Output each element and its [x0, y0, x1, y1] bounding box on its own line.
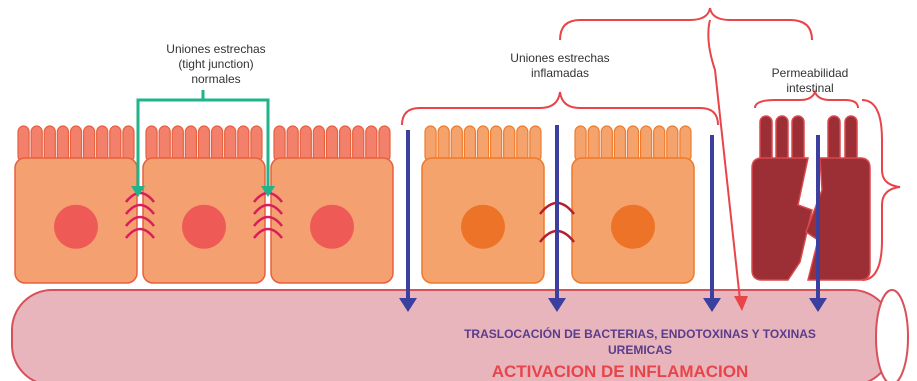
normal-villus	[18, 126, 29, 162]
inflamed-junction-bracket	[402, 92, 718, 125]
inflamed-villus	[425, 126, 436, 162]
normal-villus	[251, 126, 262, 162]
normal-villus	[340, 126, 351, 162]
inflamed-villus	[575, 126, 586, 162]
normal-villus	[185, 126, 196, 162]
inflamed-villus	[601, 126, 612, 162]
normal-villus	[44, 126, 55, 162]
inflamed-tj-label-line2: inflamadas	[531, 66, 589, 80]
normal-villus	[238, 126, 249, 162]
inflamed-villus	[614, 126, 625, 162]
inflamed-villus	[504, 126, 515, 162]
normal-nucleus	[310, 205, 354, 249]
permeability-label-line2: intestinal	[786, 81, 833, 95]
inflamed-villus	[667, 126, 678, 162]
normal-villus	[110, 126, 121, 162]
inflamed-nucleus	[461, 205, 505, 249]
normal-villus	[146, 126, 157, 162]
normal-villus	[287, 126, 298, 162]
normal-villus	[300, 126, 311, 162]
normal-villus	[84, 126, 95, 162]
inflamed-villus	[438, 126, 449, 162]
inflamed-villus	[654, 126, 665, 162]
top-bracket	[560, 8, 812, 40]
normal-villus	[70, 126, 81, 162]
normal-villus	[123, 126, 134, 162]
normal-villus	[159, 126, 170, 162]
inflamed-nucleus	[611, 205, 655, 249]
inflamed-villus	[641, 126, 652, 162]
normal-villus	[198, 126, 209, 162]
activation-label: ACTIVACION DE INFLAMACION	[492, 362, 749, 381]
normal-villus	[225, 126, 236, 162]
normal-tj-label-line2: (tight junction)	[178, 57, 253, 71]
normal-villus	[97, 126, 108, 162]
inflamed-villus	[451, 126, 462, 162]
inflamed-villus	[588, 126, 599, 162]
vessel-end	[876, 290, 908, 381]
permeability-label-line1: Permeabilidad	[772, 66, 849, 80]
normal-villus	[366, 126, 377, 162]
normal-nucleus	[54, 205, 98, 249]
inflamed-villus	[517, 126, 528, 162]
damaged-cell-right	[806, 158, 870, 280]
normal-cells-group	[15, 126, 393, 283]
inflamed-villus	[477, 126, 488, 162]
normal-villus	[379, 126, 390, 162]
normal-villus	[313, 126, 324, 162]
inflamed-villus	[530, 126, 541, 162]
translocation-label-line1: TRASLOCACIÓN DE BACTERIAS, ENDOTOXINAS Y…	[464, 326, 816, 341]
inflamed-tj-label-line1: Uniones estrechas	[510, 51, 609, 65]
normal-villus	[57, 126, 68, 162]
normal-tj-label-line1: Uniones estrechas	[166, 42, 265, 56]
translocation-label-line2: UREMICAS	[608, 343, 672, 357]
inflamed-villus	[464, 126, 475, 162]
normal-villus	[212, 126, 223, 162]
normal-villus	[31, 126, 42, 162]
inflamed-villus	[491, 126, 502, 162]
inflamed-villus	[627, 126, 638, 162]
normal-nucleus	[182, 205, 226, 249]
damaged-cells-group	[752, 116, 870, 280]
normal-villus	[353, 126, 364, 162]
normal-villus	[172, 126, 183, 162]
normal-tj-label-line3: normales	[191, 72, 240, 86]
inflamed-villus	[680, 126, 691, 162]
normal-villus	[326, 126, 337, 162]
normal-villus	[274, 126, 285, 162]
damaged-cell-left	[752, 158, 812, 280]
